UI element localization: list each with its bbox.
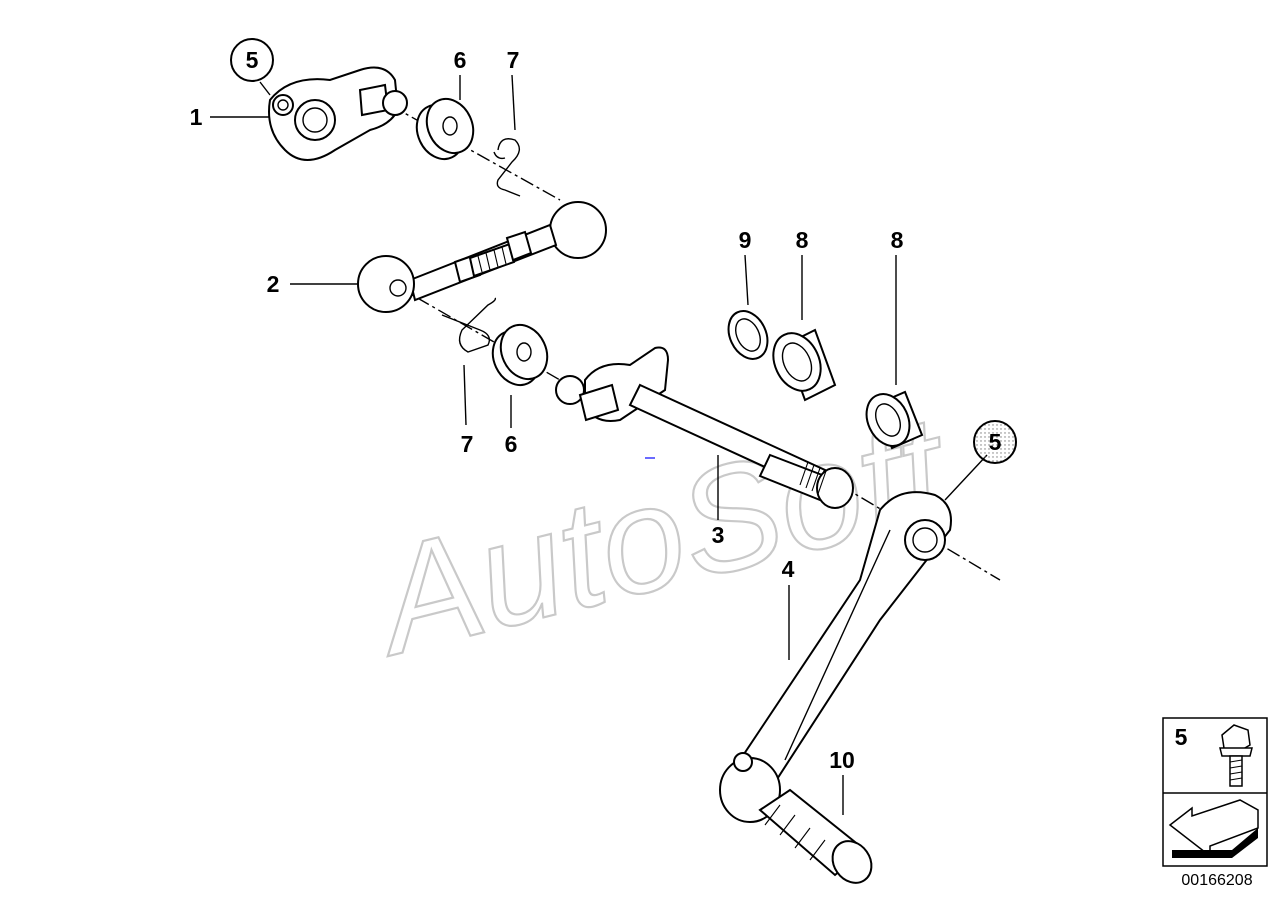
- legend-item-number: 5: [1175, 724, 1188, 750]
- callout-5-right: 5: [973, 420, 1017, 464]
- callout-5-top-label: 5: [246, 47, 259, 73]
- part-bushing-left: [772, 328, 837, 402]
- bolt-icon: [1219, 724, 1253, 787]
- part-washer-top: [415, 97, 475, 161]
- callout-7-bottom: 7: [461, 431, 474, 457]
- diagram-id: 00166208: [1181, 872, 1252, 889]
- callout-8-right: 8: [891, 227, 904, 253]
- leader-lines: [210, 74, 1001, 815]
- callout-1: 1: [190, 104, 203, 130]
- part-spring-clip-top: [493, 138, 521, 197]
- callout-6-top: 6: [454, 47, 467, 73]
- callout-10: 10: [829, 747, 855, 773]
- part-footrest-peg: [758, 788, 873, 884]
- part-shift-rod: [357, 201, 607, 313]
- callout-5-top: 5: [230, 38, 274, 82]
- callout-9: 9: [739, 227, 752, 253]
- legend-box: 5: [1162, 717, 1268, 867]
- callout-2: 2: [267, 271, 280, 297]
- part-spring-clip-bottom: [441, 297, 497, 353]
- part-washer-bottom: [491, 323, 549, 387]
- part-thin-washer: [727, 310, 769, 360]
- part-shift-shaft: [555, 346, 854, 509]
- direction-arrow-icon: [1168, 799, 1259, 858]
- callout-8-left: 8: [796, 227, 809, 253]
- part-bushing-right: [865, 390, 924, 450]
- marker: [645, 457, 655, 459]
- callout-7-top: 7: [507, 47, 520, 73]
- callout-4: 4: [782, 556, 795, 582]
- callout-3: 3: [712, 522, 725, 548]
- callout-6-bottom: 6: [505, 431, 518, 457]
- callout-5-right-label: 5: [989, 429, 1002, 455]
- part-clamp-lever: [268, 66, 408, 161]
